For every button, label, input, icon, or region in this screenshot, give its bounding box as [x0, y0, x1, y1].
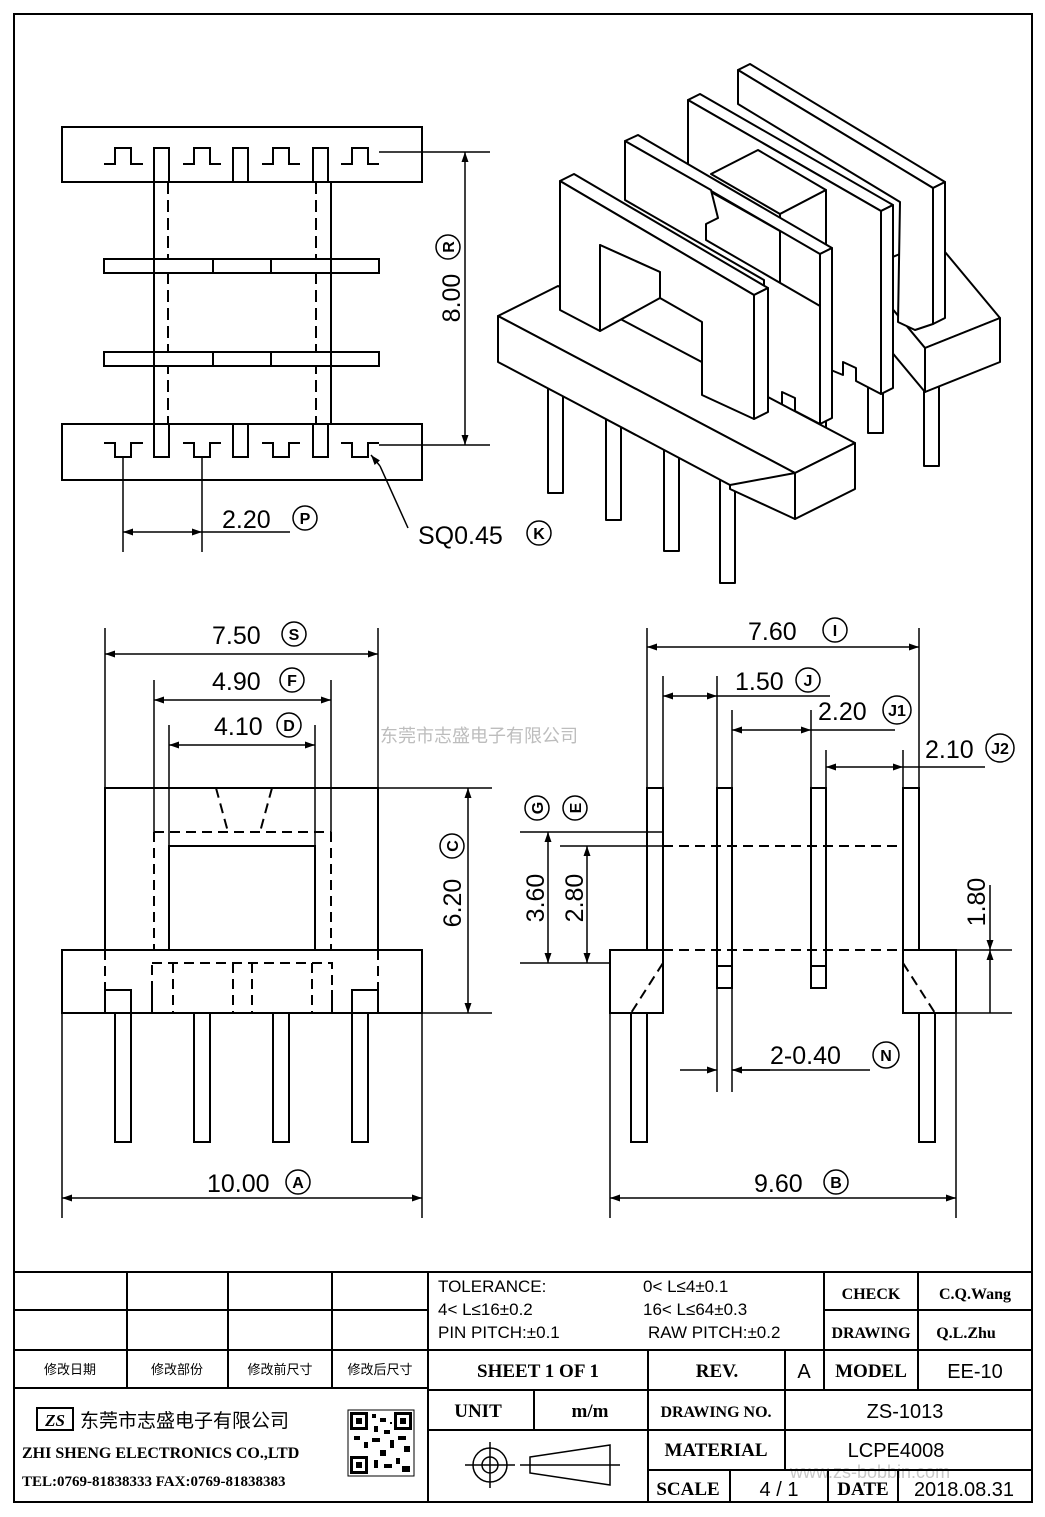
company-name-cn: 东莞市志盛电子有限公司: [80, 1410, 289, 1432]
dim-b-value: 9.60: [754, 1170, 803, 1198]
check-label: CHECK: [842, 1286, 901, 1303]
watermark-url: www.zs-bobbin.com: [789, 1462, 950, 1482]
dim-c-tag: C: [439, 833, 465, 859]
tolerance-range-3: 16< L≤64±0.3: [643, 1300, 747, 1319]
dim-e-tag-text: E: [568, 802, 585, 813]
dim-j1-value: 2.20: [818, 698, 867, 726]
dim-n-tag-text: N: [880, 1048, 892, 1065]
dimension-lines-front: [61, 628, 492, 1218]
dim-j2-tag: J2: [985, 733, 1015, 763]
rev-label: REV.: [696, 1361, 738, 1382]
material-value: LCPE4008: [848, 1440, 945, 1462]
revision-header-date: 修改日期: [44, 1362, 96, 1377]
dim-k-tag: K: [526, 520, 552, 546]
dim-r-tag-text: R: [441, 241, 458, 253]
dim-j-value: 1.50: [735, 668, 784, 696]
side-view: [609, 787, 957, 1143]
company-logo-text: ZS: [44, 1411, 65, 1430]
dim-c-tag-text: C: [445, 840, 462, 852]
dim-f-tag-text: F: [287, 673, 297, 690]
sheet-text: SHEET 1 OF 1: [477, 1361, 599, 1382]
dim-h18-value: 1.80: [963, 878, 991, 927]
dim-g-tag-text: G: [530, 802, 547, 814]
dim-i-value: 7.60: [748, 618, 797, 646]
dim-f-tag: F: [279, 667, 305, 693]
revision-header-part: 修改部份: [151, 1362, 203, 1377]
dim-e-tag: E: [562, 795, 588, 821]
dim-j2-tag-text: J2: [991, 741, 1009, 758]
dim-k-tag-text: K: [533, 526, 545, 543]
dim-r-value: 8.00: [438, 274, 466, 323]
drawing-label: DRAWING: [831, 1325, 911, 1342]
dim-j-tag: J: [795, 667, 821, 693]
dim-p-value: 2.20: [222, 506, 271, 534]
dim-a-tag: A: [285, 1169, 311, 1195]
rev-value: A: [797, 1361, 811, 1383]
dim-r-tag: R: [435, 234, 461, 260]
dim-s-tag: S: [281, 621, 307, 647]
dim-b-tag: B: [823, 1169, 849, 1195]
isometric-view: [497, 63, 1001, 584]
dimension-lines-side: [520, 628, 1012, 1218]
tolerance-range-1: 0< L≤4±0.1: [643, 1277, 728, 1296]
top-view: [61, 126, 423, 481]
title-block: [14, 1271, 1032, 1502]
dim-g-tag: G: [524, 795, 550, 821]
dim-a-tag-text: A: [292, 1175, 304, 1192]
model-value: EE-10: [947, 1361, 1003, 1383]
date-value: 2018.08.31: [914, 1479, 1014, 1501]
tolerance-pin-pitch: PIN PITCH:±0.1: [438, 1323, 560, 1342]
scale-label: SCALE: [656, 1479, 719, 1500]
dim-n-value: 2-0.40: [770, 1042, 841, 1070]
tolerance-label: TOLERANCE:: [438, 1277, 546, 1296]
drawing-value: Q.L.Zhu: [936, 1325, 996, 1342]
drawing-no-value: ZS-1013: [867, 1401, 944, 1423]
dim-j1-tag-text: J1: [888, 703, 906, 720]
dim-d-value: 4.10: [214, 713, 263, 741]
company-name-en: ZHI SHENG ELECTRONICS CO.,LTD: [22, 1445, 299, 1462]
unit-label: UNIT: [454, 1401, 502, 1422]
dim-j2-value: 2.10: [925, 736, 974, 764]
dim-i-tag: I: [822, 617, 848, 643]
projection-symbol-icon: [465, 1442, 620, 1488]
dim-s-tag-text: S: [289, 627, 300, 644]
dim-p-tag: P: [292, 505, 318, 531]
dim-b-tag-text: B: [830, 1175, 842, 1192]
company-contact: TEL:0769-81838333 FAX:0769-81838383: [22, 1474, 285, 1490]
unit-value: m/m: [572, 1401, 609, 1422]
dim-f-value: 4.90: [212, 668, 261, 696]
revision-header-before: 修改前尺寸: [247, 1362, 312, 1377]
dim-d-tag-text: D: [283, 718, 295, 735]
qr-code-icon: [347, 1409, 415, 1477]
scale-value: 4 / 1: [760, 1479, 799, 1501]
model-label: MODEL: [835, 1361, 907, 1382]
dimension-lines-top: [122, 151, 490, 552]
material-label: MATERIAL: [664, 1440, 767, 1461]
dim-a-value: 10.00: [207, 1170, 270, 1198]
drawing-no-label: DRAWING NO.: [660, 1404, 771, 1421]
revision-header-after: 修改后尺寸: [347, 1362, 412, 1377]
dim-j-tag-text: J: [804, 673, 813, 690]
dim-j1-tag: J1: [882, 695, 912, 725]
dim-k-value: SQ0.45: [418, 522, 503, 550]
tolerance-raw-pitch: RAW PITCH:±0.2: [648, 1323, 780, 1342]
company-logo: ZS: [36, 1407, 74, 1431]
dim-s-value: 7.50: [212, 622, 261, 650]
dim-p-tag-text: P: [300, 511, 311, 528]
dim-i-tag-text: I: [833, 623, 837, 640]
dim-n-tag: N: [872, 1041, 900, 1069]
watermark-company: 东莞市志盛电子有限公司: [380, 726, 578, 746]
tolerance-range-2: 4< L≤16±0.2: [438, 1300, 533, 1319]
dim-g-value: 3.60: [522, 874, 550, 923]
front-view: [61, 787, 423, 1143]
dim-e-value: 2.80: [561, 874, 589, 923]
dim-c-value: 6.20: [439, 879, 467, 928]
dim-d-tag: D: [276, 712, 302, 738]
check-value: C.Q.Wang: [939, 1286, 1011, 1303]
date-label: DATE: [837, 1479, 888, 1500]
